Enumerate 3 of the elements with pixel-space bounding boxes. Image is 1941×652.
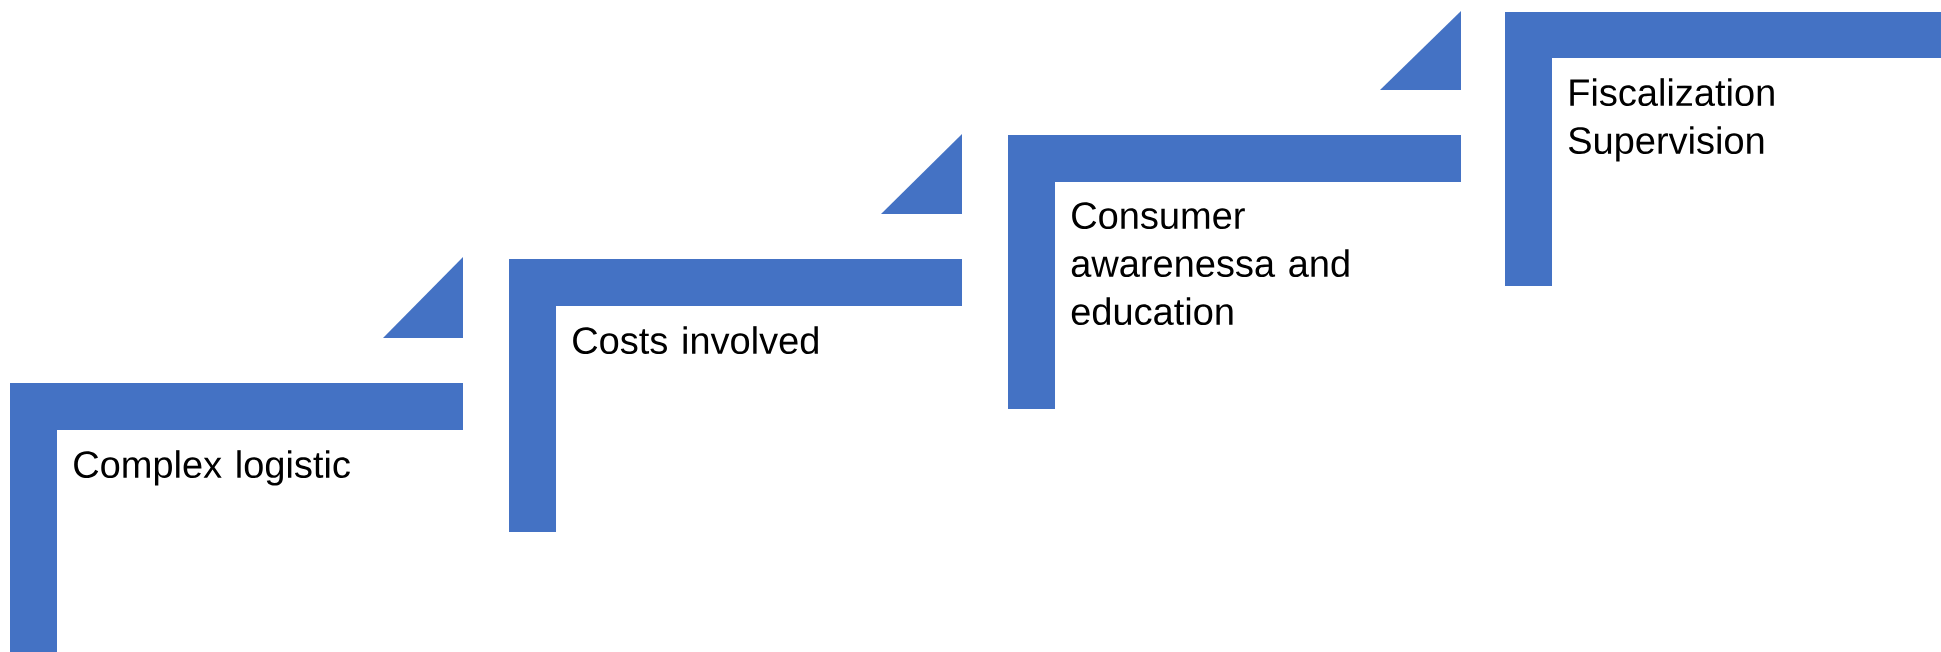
step-triangle	[1380, 11, 1461, 90]
step-triangle	[881, 134, 962, 214]
step-triangle	[383, 257, 463, 338]
